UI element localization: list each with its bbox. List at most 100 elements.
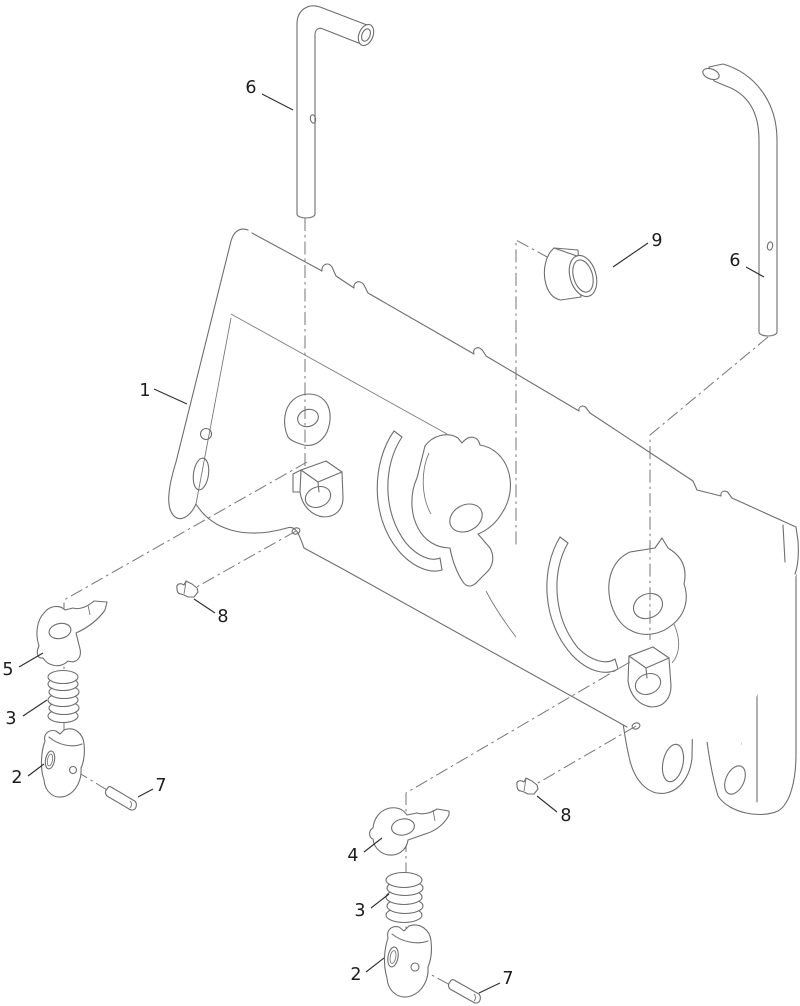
- cup-right-slot-inner: [389, 950, 397, 964]
- left-curved-slot: [376, 430, 443, 572]
- part-4-latch-lever-right: [369, 807, 450, 856]
- pin-right-end-line: [473, 993, 476, 1002]
- right-lug-hole: [632, 592, 664, 620]
- part-5-latch-lever-left: [36, 600, 108, 667]
- leader-3-left: [22, 699, 48, 717]
- fitting-right-collar: [523, 778, 527, 792]
- rod-left-hole: [309, 114, 317, 124]
- callout-6-right: 6: [729, 251, 740, 271]
- center-hook-inner-line: [422, 452, 432, 515]
- right-curved-slot: [546, 536, 619, 673]
- leader-7-right: [478, 982, 501, 994]
- leader-5: [18, 652, 44, 668]
- right-pocket-opening: [634, 672, 662, 696]
- right-pocket-pin-hole: [631, 722, 641, 730]
- rod-right-end-cap: [702, 67, 720, 81]
- center-hook-boss: [411, 434, 511, 587]
- plate-left-arm-and-bottom-edge: [168, 228, 628, 728]
- rod-left-body: [296, 5, 368, 219]
- spring-coil: [47, 669, 79, 685]
- rod-left-end-bore: [361, 28, 371, 42]
- cup-right-pin-hole: [410, 962, 420, 972]
- leader-6-right: [745, 266, 765, 278]
- callout-3-left: 3: [5, 709, 16, 729]
- axis-bushing: [515, 239, 550, 546]
- leader-2-left: [27, 763, 45, 777]
- part-3-spring-left: [47, 669, 80, 724]
- spring-coil: [385, 871, 423, 889]
- pin-left-body: [104, 786, 137, 811]
- pin-left-end-line: [129, 800, 132, 809]
- callouts: 1 2 2 3 3 4 5 6 6 7 7 8 8 9: [2, 78, 765, 994]
- axis-handle-right: [649, 336, 769, 640]
- rod-right-hole: [766, 241, 774, 251]
- bushing-face-inner: [572, 259, 594, 293]
- callout-1: 1: [139, 381, 150, 401]
- plate-right-end-crease: [782, 524, 786, 563]
- part-1-main-mount-plate: [168, 228, 799, 748]
- lever-left-outline: [36, 600, 108, 667]
- axis-fitting-right: [525, 725, 637, 791]
- center-hook-hole: [449, 503, 483, 533]
- rod-right-body: [708, 63, 778, 337]
- callout-8-left: 8: [217, 607, 228, 627]
- leader-8-right: [536, 795, 558, 813]
- leader-6-left: [261, 93, 294, 111]
- bushing-shoulder: [553, 247, 578, 257]
- right-pocket-top-edge: [628, 655, 670, 679]
- right-lug-tail: [671, 623, 680, 664]
- left-pocket-opening: [304, 485, 332, 509]
- cup-left-slot: [44, 750, 56, 770]
- leader-9: [612, 242, 649, 268]
- callout-9: 9: [651, 231, 662, 251]
- right-pocket-box: [627, 646, 672, 708]
- left-pocket-box: [299, 460, 344, 518]
- leader-7-left: [137, 788, 154, 798]
- cup-right-slot: [387, 946, 399, 968]
- plate-bend-line: [230, 313, 448, 435]
- callout-8-right: 8: [560, 806, 571, 826]
- part-3-spring-right: [385, 871, 424, 924]
- cup-left-slot-inner: [46, 753, 54, 767]
- fitting-left-body: [176, 580, 199, 598]
- pin-right-body: [447, 979, 481, 1004]
- callout-2-right: 2: [350, 965, 361, 985]
- cup-right-outline: [383, 924, 432, 998]
- leader-4: [363, 837, 383, 853]
- lever-left-hole: [48, 622, 72, 640]
- part-6-handle-rod-left: [296, 5, 375, 219]
- right-lug-boss: [608, 537, 687, 635]
- part-2-latch-cup-left: [40, 728, 85, 798]
- left-pocket-flap: [292, 469, 302, 493]
- callout-5: 5: [2, 660, 13, 680]
- callout-7-left: 7: [155, 776, 166, 796]
- leader-8-left: [193, 598, 216, 614]
- left-arm-small-hole: [199, 427, 213, 441]
- left-lug-boss: [284, 393, 331, 446]
- plate-top-edge: [251, 232, 799, 575]
- part-8-grease-fitting-left: [176, 580, 199, 598]
- callout-3-right: 3: [354, 901, 365, 921]
- axis-fitting-left: [185, 530, 297, 594]
- lever-left-fork-notch: [87, 604, 91, 616]
- callout-4: 4: [347, 846, 358, 866]
- part-9-bushing: [543, 247, 598, 301]
- cup-left-outline: [40, 728, 85, 798]
- leader-3-right: [370, 893, 390, 909]
- middle-arm-hole: [661, 743, 685, 783]
- part-6-handle-rod-right: [702, 63, 778, 337]
- left-latch-pocket: [291, 460, 344, 535]
- leader-1: [153, 388, 188, 405]
- cup-right-rim: [391, 933, 429, 944]
- part-7-pin-left: [104, 786, 137, 811]
- lever-right-fork-notch: [432, 809, 436, 822]
- callout-6-left: 6: [245, 78, 256, 98]
- cup-left-pin-hole: [68, 765, 78, 775]
- left-arm-slot-hole: [192, 457, 210, 491]
- callout-2-left: 2: [11, 768, 22, 788]
- left-arm-inner-edge: [195, 317, 232, 505]
- left-pocket-pin-hole: [291, 527, 301, 535]
- part-8-grease-fitting-right: [516, 777, 539, 795]
